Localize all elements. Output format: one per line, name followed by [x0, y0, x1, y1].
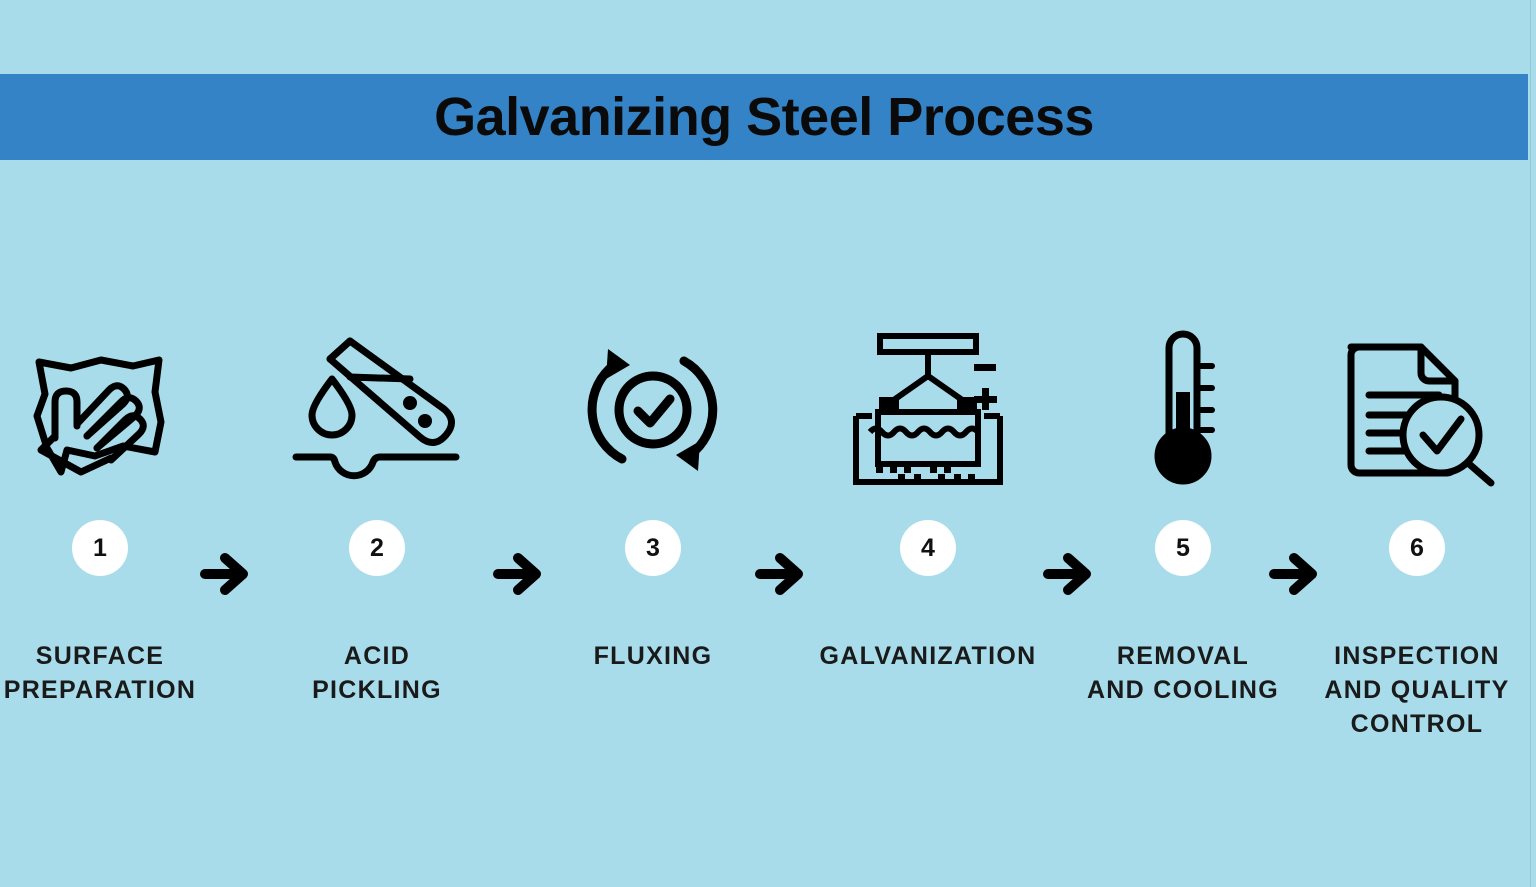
process-flow-diagram: 1 SURFACE PREPARATION — [0, 160, 1530, 887]
arrow-right-icon — [490, 548, 550, 600]
step-label-line: AND QUALITY — [1324, 675, 1510, 704]
step-number-badge: 3 — [625, 520, 681, 576]
hand-wiping-cloth-icon — [0, 330, 200, 490]
step-label-line: AND COOLING — [1086, 675, 1280, 704]
title-banner: Galvanizing Steel Process — [0, 74, 1528, 160]
step-label: REMOVAL AND COOLING — [1068, 640, 1298, 708]
step-label-line: PREPARATION — [3, 675, 197, 704]
arrow-right-icon — [752, 548, 812, 600]
step-label: GALVANIZATION — [813, 640, 1043, 674]
arrow-right-icon — [197, 548, 257, 600]
process-step-5[interactable]: 5 REMOVAL AND COOLING — [1083, 160, 1283, 780]
step-label-line: CONTROL — [1350, 709, 1484, 738]
step-number-badge: 1 — [72, 520, 128, 576]
step-label-line: PICKLING — [312, 675, 442, 704]
document-magnifier-check-icon — [1317, 330, 1517, 490]
step-label-line: GALVANIZATION — [819, 642, 1037, 670]
step-number-badge: 6 — [1389, 520, 1445, 576]
cycle-arrows-check-icon — [553, 330, 753, 490]
step-label-line: REMOVAL — [1116, 642, 1250, 670]
process-step-6[interactable]: 6 INSPECTION AND QUALITY CONTROL — [1317, 160, 1517, 780]
right-edge-strip — [1530, 0, 1536, 887]
step-label: INSPECTION AND QUALITY CONTROL — [1302, 640, 1532, 741]
step-number-badge: 4 — [900, 520, 956, 576]
arrow-right-icon — [1266, 548, 1326, 600]
process-step-4[interactable]: 4 GALVANIZATION — [820, 160, 1035, 780]
process-step-1[interactable]: 1 SURFACE PREPARATION — [0, 160, 200, 780]
page-title: Galvanizing Steel Process — [434, 87, 1094, 147]
step-label: SURFACE PREPARATION — [0, 640, 215, 708]
process-step-3[interactable]: 3 FLUXING — [553, 160, 753, 780]
arrow-right-icon — [1040, 548, 1100, 600]
step-label-line: ACID — [343, 642, 411, 670]
test-tube-acid-drop-icon — [277, 330, 477, 490]
galvanizing-bath-hoist-icon — [828, 330, 1028, 490]
step-label-line: FLUXING — [593, 642, 713, 670]
step-number-badge: 5 — [1155, 520, 1211, 576]
step-number-badge: 2 — [349, 520, 405, 576]
step-label-line: SURFACE — [35, 642, 165, 670]
step-label: FLUXING — [538, 640, 768, 674]
process-step-2[interactable]: 2 ACID PICKLING — [277, 160, 477, 780]
thermometer-icon — [1083, 330, 1283, 490]
step-label-line: INSPECTION — [1334, 642, 1500, 670]
step-label: ACID PICKLING — [262, 640, 492, 708]
